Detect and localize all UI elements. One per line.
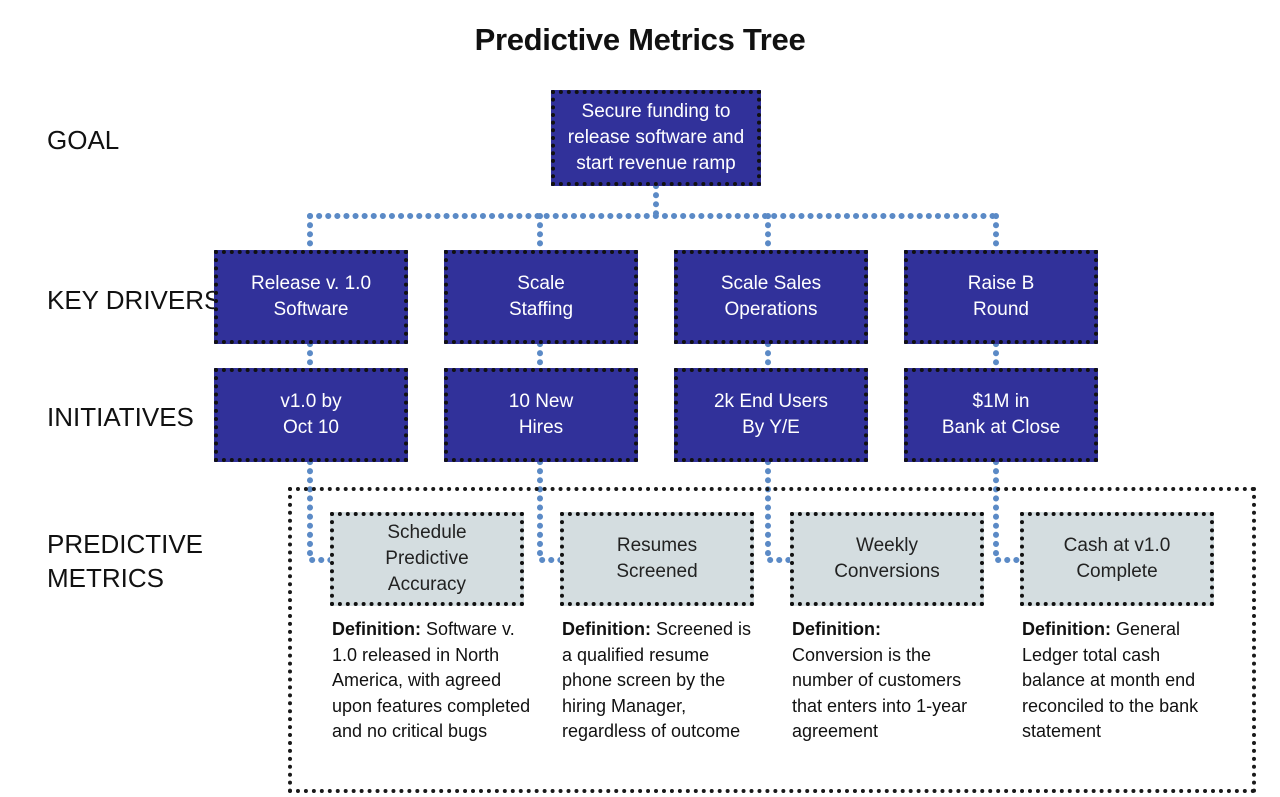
definition-text: Screened is a qualified resume phone scr… <box>562 619 752 741</box>
connector-init-metric-4 <box>993 459 1021 563</box>
key-driver-staffing: Scale Staffing <box>444 250 638 344</box>
key-driver-sales: Scale Sales Operations <box>674 250 868 344</box>
definition-resumes-screened: Definition: Screened is a qualified resu… <box>562 617 762 745</box>
definition-schedule-accuracy: Definition: Software v. 1.0 released in … <box>332 617 532 745</box>
definition-text: General Ledger total cash balance at mon… <box>1022 619 1199 741</box>
key-driver-release: Release v. 1.0 Software <box>214 250 408 344</box>
initiative-bank-cash: $1M in Bank at Close <box>904 368 1098 462</box>
initiative-new-hires: 10 New Hires <box>444 368 638 462</box>
goal-box: Secure funding to release software and s… <box>551 90 761 186</box>
definition-text: Conversion is the number of customers th… <box>792 644 968 742</box>
row-label-predictive-metrics: PREDICTIVE METRICS <box>47 529 204 593</box>
metric-cash-complete: Cash at v1.0 Complete <box>1020 512 1214 606</box>
initiative-end-users: 2k End Users By Y/E <box>674 368 868 462</box>
definition-label: Definition: <box>332 619 421 639</box>
row-label-initiatives: INITIATIVES <box>47 402 194 432</box>
metric-schedule-accuracy: Schedule Predictive Accuracy <box>330 512 524 606</box>
metric-weekly-conversions: Weekly Conversions <box>790 512 984 606</box>
row-label-key-drivers: KEY DRIVERS <box>47 285 222 315</box>
metric-resumes-screened: Resumes Screened <box>560 512 754 606</box>
definition-cash-complete: Definition: General Ledger total cash ba… <box>1022 617 1222 745</box>
definition-label: Definition: <box>792 619 881 639</box>
definition-label: Definition: <box>1022 619 1111 639</box>
initiative-release-date: v1.0 by Oct 10 <box>214 368 408 462</box>
connector-init-metric-3 <box>765 459 793 563</box>
definition-text: Software v. 1.0 released in North Americ… <box>332 619 531 741</box>
definition-weekly-conversions: Definition: Conversion is the number of c… <box>792 617 992 745</box>
definition-label: Definition: <box>562 619 651 639</box>
row-label-goal: GOAL <box>47 125 120 155</box>
connector-init-metric-1 <box>307 459 335 563</box>
predictive-metrics-frame <box>288 487 1256 793</box>
key-driver-funding: Raise B Round <box>904 250 1098 344</box>
connector-init-metric-2 <box>537 459 565 563</box>
diagram-title: Predictive Metrics Tree <box>474 22 806 57</box>
